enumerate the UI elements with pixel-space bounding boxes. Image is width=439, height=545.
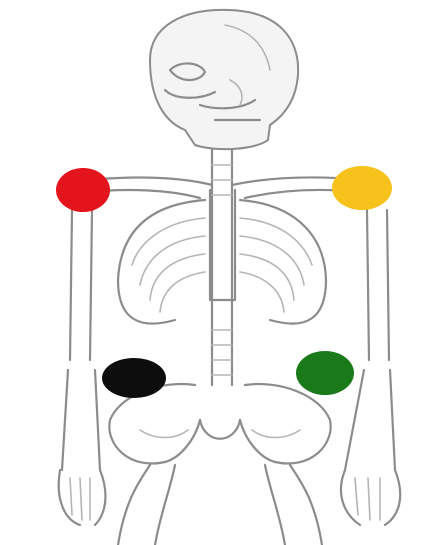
spine	[212, 150, 232, 385]
rib-cage	[118, 190, 326, 324]
electrode-left-arm	[332, 166, 392, 210]
electrode-left-leg	[296, 351, 354, 395]
electrodes	[56, 166, 392, 398]
electrode-right-leg	[102, 358, 166, 398]
leg-bones	[118, 465, 322, 545]
skull	[150, 10, 298, 149]
electrode-right-arm	[56, 168, 110, 212]
right-arm-bones	[59, 210, 106, 525]
